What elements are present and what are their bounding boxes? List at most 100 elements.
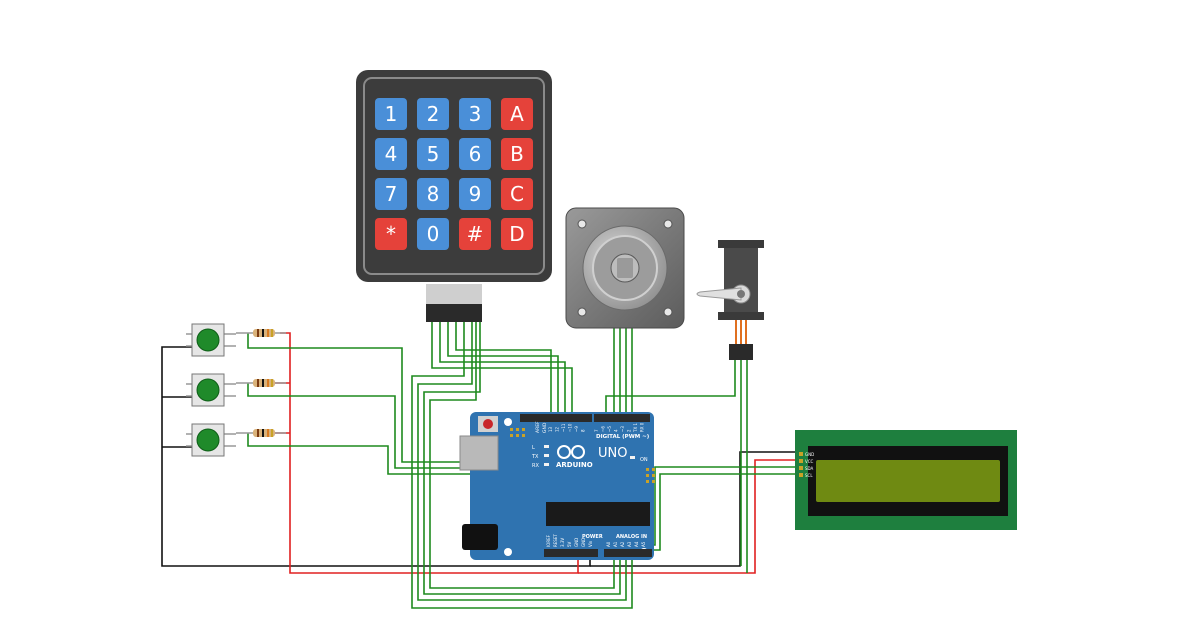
- digital-pin-label: ~10: [568, 423, 573, 432]
- keypad-key-*[interactable]: *: [375, 218, 407, 250]
- analog-pin-label: A3: [627, 541, 632, 547]
- led-label-l: L: [532, 445, 535, 451]
- digital-pin-label: ~3: [620, 426, 625, 432]
- keypad-connector-header: [426, 304, 482, 322]
- power-label: POWER: [582, 534, 603, 540]
- power-pin-label: GND: [581, 538, 586, 547]
- led-tx: [544, 454, 549, 457]
- keypad-key-label: 0: [427, 222, 440, 246]
- analog-pin-label: A2: [620, 541, 625, 547]
- reset-button[interactable]: [483, 419, 493, 429]
- keypad-key-label: 9: [469, 182, 482, 206]
- on-led-label: ON: [640, 457, 648, 463]
- keypad-key-A[interactable]: A: [501, 98, 533, 130]
- power-wire: [578, 459, 800, 574]
- keypad-key-label: 1: [385, 102, 398, 126]
- keypad-wire: [429, 322, 615, 589]
- keypad-key-D[interactable]: D: [501, 218, 533, 250]
- keypad-key-C[interactable]: C: [501, 178, 533, 210]
- keypad-key-B[interactable]: B: [501, 138, 533, 170]
- keypad-wire: [417, 322, 627, 601]
- power-pin-label: Vin: [588, 540, 593, 547]
- keypad-key-label: 3: [469, 102, 482, 126]
- resistor-1: [236, 329, 286, 337]
- keypad-key-1[interactable]: 1: [375, 98, 407, 130]
- lcd-screen: [816, 460, 1000, 502]
- power-pin-label: GND: [574, 538, 579, 547]
- servo-motor[interactable]: [696, 240, 764, 360]
- keypad-key-label: A: [510, 102, 524, 126]
- digital-pin-label: ~11: [561, 423, 566, 432]
- keypad-key-label: 7: [385, 182, 398, 206]
- keypad-key-label: 2: [427, 102, 440, 126]
- digital-label: DIGITAL (PWM ~): [596, 434, 650, 440]
- led-on: [630, 456, 635, 459]
- keypad-wire: [411, 322, 633, 609]
- digital-header-right: [594, 414, 650, 422]
- keypad-key-8[interactable]: 8: [417, 178, 449, 210]
- keypad-wire: [423, 322, 621, 595]
- keypad-key-4[interactable]: 4: [375, 138, 407, 170]
- resistor-3: [236, 429, 286, 437]
- keypad-wire: [447, 322, 559, 418]
- digital-pin-label: 7: [594, 429, 599, 432]
- keypad-key-3[interactable]: 3: [459, 98, 491, 130]
- lcd-pin-sda: [799, 466, 803, 470]
- keypad-key-label: 6: [469, 142, 482, 166]
- digital-pin-label: ~9: [574, 426, 579, 432]
- lcd-pin-scl: [799, 473, 803, 477]
- lcd-pin-gnd: [799, 452, 803, 456]
- usb-port: [459, 435, 499, 471]
- keypad-key-label: 5: [427, 142, 440, 166]
- stepper-motor[interactable]: [565, 207, 685, 329]
- keypad-wire: [439, 322, 566, 418]
- push-button-1[interactable]: [186, 323, 236, 357]
- keypad-key-7[interactable]: 7: [375, 178, 407, 210]
- board-brand: ARDUINO: [556, 461, 593, 469]
- keypad-key-5[interactable]: 5: [417, 138, 449, 170]
- lcd-pin-label: VCC: [805, 459, 814, 464]
- wires: [161, 322, 800, 609]
- keypad-key-9[interactable]: 9: [459, 178, 491, 210]
- board-model: UNO: [598, 446, 627, 461]
- push-button-2[interactable]: [186, 373, 236, 407]
- keypad-wire: [455, 322, 552, 418]
- keypad-key-6[interactable]: 6: [459, 138, 491, 170]
- keypad-key-label: *: [386, 222, 396, 246]
- lcd-wire: [639, 466, 800, 556]
- keypad-key-label: B: [510, 142, 524, 166]
- led-label-tx: TX: [531, 454, 539, 460]
- resistor-2: [236, 379, 286, 387]
- digital-pin-label: ~5: [607, 426, 612, 432]
- digital-pin-label: ~6: [601, 426, 606, 432]
- analog-pin-label: A5: [641, 541, 646, 547]
- power-pin-label: IOREF: [546, 534, 551, 547]
- lcd-pin-vcc: [799, 459, 803, 463]
- digital-pin-label: 2: [627, 429, 632, 432]
- digital-pin-label: 13: [548, 426, 553, 432]
- power-jack: [462, 524, 498, 550]
- keypad-key-#[interactable]: #: [459, 218, 491, 250]
- analog-label: ANALOG IN: [616, 534, 647, 540]
- digital-pin-label: 8: [581, 429, 586, 432]
- analog-pin-label: A4: [634, 541, 639, 547]
- push-button-3[interactable]: [186, 423, 236, 457]
- ground-wire: [590, 451, 800, 567]
- power-header: [544, 549, 598, 557]
- digital-pin-label: TX 1: [633, 423, 638, 433]
- microcontroller-chip: [546, 502, 650, 526]
- power-pin-label: 5V: [567, 541, 572, 547]
- keypad-key-label: D: [509, 222, 524, 246]
- keypad-wire: [431, 322, 573, 418]
- keypad-key-label: C: [510, 182, 524, 206]
- keypad-key-0[interactable]: 0: [417, 218, 449, 250]
- digital-pin-label: RX 0: [640, 422, 645, 432]
- power-pin-label: 3.3V: [560, 538, 565, 547]
- digital-header-left: [520, 414, 592, 422]
- keypad-key-2[interactable]: 2: [417, 98, 449, 130]
- led-l: [544, 445, 549, 448]
- arduino-uno-board[interactable]: UNO ARDUINO DIGITAL (PWM ~) POWER ANALOG…: [459, 412, 655, 560]
